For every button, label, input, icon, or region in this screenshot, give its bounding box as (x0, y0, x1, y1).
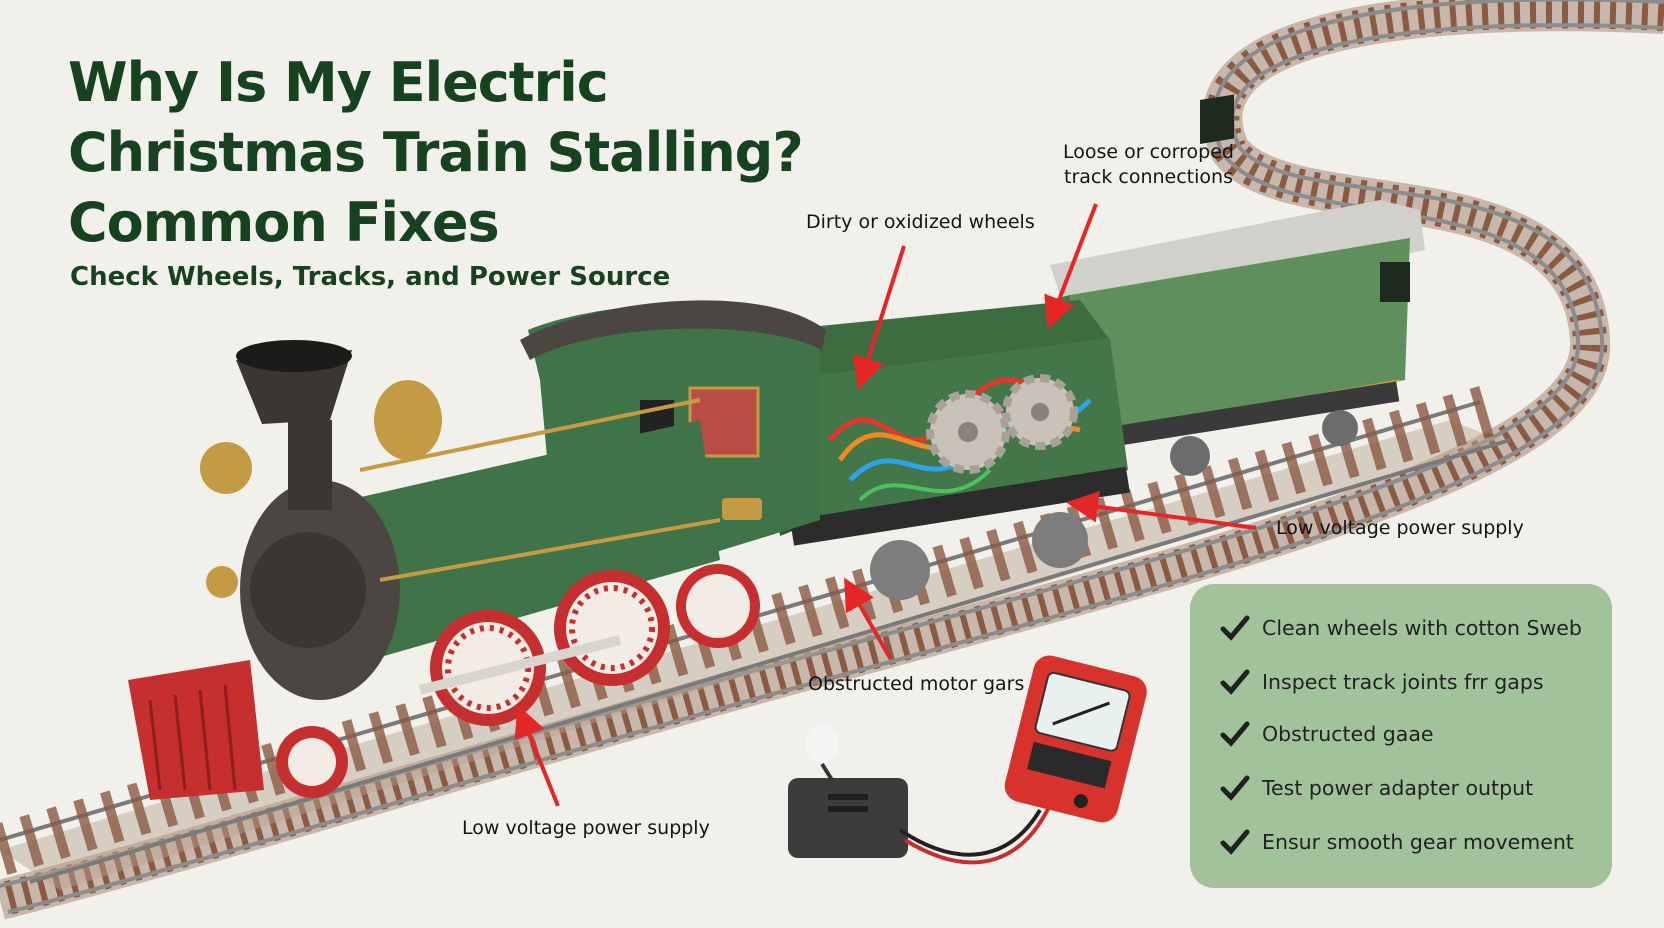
checklist-item: Inspect track joints frr gaps (1220, 664, 1544, 700)
check-icon (1220, 829, 1250, 855)
multimeter-icon (1004, 655, 1147, 823)
check-icon (1220, 615, 1250, 641)
power-plug-icon (788, 724, 1062, 865)
callout-power-supply-right: Low voltage power supply (1276, 517, 1524, 539)
checklist-item: Test power adapter output (1220, 770, 1533, 806)
steam-locomotive (128, 300, 826, 800)
callout-power-supply-bottom: Low voltage power supply (462, 817, 710, 839)
callout-line: Loose or corroped (1063, 141, 1234, 163)
subtitle: Check Wheels, Tracks, and Power Source (70, 262, 671, 292)
gear-icon (926, 390, 1010, 474)
pilot-wheel (276, 726, 348, 798)
checklist-item-label: Inspect track joints frr gaps (1262, 670, 1544, 694)
checklist-item-label: Ensur smooth gear movement (1262, 830, 1574, 854)
check-icon (1220, 721, 1250, 747)
page-title: Why Is My Electric Christmas Train Stall… (68, 48, 804, 258)
callout-motor-gears: Obstructed motor gars (808, 673, 1025, 695)
callout-loose-connections: Loose or corroped track connections (1063, 140, 1234, 190)
checklist-item: Clean wheels with cotton Sweb (1220, 610, 1582, 646)
drive-wheel (676, 564, 760, 648)
callout-arrows (514, 203, 1257, 807)
title-line: Why Is My Electric (68, 51, 609, 114)
fix-checklist: Clean wheels with cotton Sweb Inspect tr… (1190, 584, 1612, 888)
callout-dirty-wheels: Dirty or oxidized wheels (806, 211, 1035, 233)
callout-line: track connections (1064, 166, 1233, 188)
checklist-item: Ensur smooth gear movement (1220, 824, 1574, 860)
checklist-item-label: Test power adapter output (1262, 776, 1534, 800)
checklist-item-label: Obstructed gaae (1262, 722, 1434, 746)
gear-icon (1002, 374, 1078, 450)
title-line: Christmas Train Stalling? (68, 121, 804, 184)
drive-wheel (554, 570, 670, 686)
title-line: Common Fixes (68, 191, 500, 254)
checklist-item: Obstructed gaae (1220, 716, 1434, 752)
check-icon (1220, 669, 1250, 695)
check-icon (1220, 775, 1250, 801)
checklist-item-label: Clean wheels with cotton Sweb (1262, 616, 1582, 640)
